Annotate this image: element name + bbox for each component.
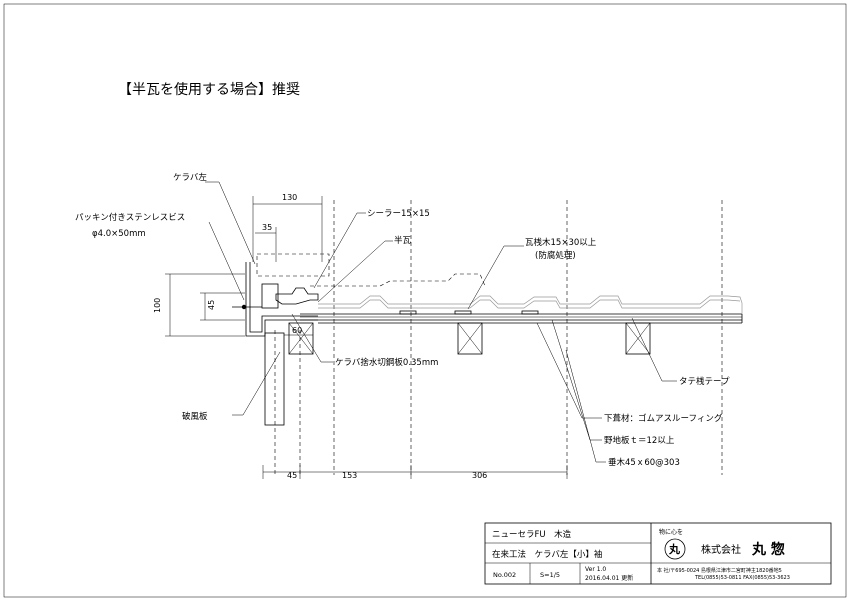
label-keraba-left: ケラバ左	[173, 172, 207, 183]
label-hafuita: 破風板	[182, 411, 208, 422]
tb-address: 本 社/〒695-0024 島根県江津市二宮町神主1820番地5	[657, 567, 782, 574]
tb-date: 2016.04.01 更新	[585, 574, 633, 582]
label-packing-screw: パッキン付きステンレスビス	[75, 212, 185, 223]
rafter	[457, 322, 483, 355]
leader-lines	[205, 181, 677, 463]
company-logo	[664, 538, 686, 560]
rafter	[625, 322, 651, 355]
label-han-kawara: 半瓦	[394, 235, 412, 246]
tb-scale: S=1/5	[540, 571, 560, 579]
label-boufu: (防腐処理)	[535, 250, 576, 261]
label-kerabasute: ケラバ捨水切鋼板0.35mm	[335, 357, 438, 368]
svg-text:130: 130	[282, 193, 297, 202]
svg-text:100: 100	[153, 298, 162, 313]
dimension-35: 35	[255, 223, 277, 262]
barge-board	[264, 332, 285, 426]
roof-deck	[300, 313, 743, 324]
batten	[454, 310, 472, 315]
svg-text:45: 45	[207, 300, 216, 310]
roof-tile-profile-lower	[318, 299, 741, 309]
label-screw-size: φ4.0×50mm	[92, 229, 146, 239]
dimension-100: 100	[153, 273, 245, 337]
label-sealer: シーラー15×15	[367, 209, 430, 219]
roof-tile-profile	[318, 295, 743, 314]
svg-text:153: 153	[342, 471, 357, 480]
tile-outline	[256, 253, 330, 277]
label-tatezan-tape: タテ桟テープ	[679, 376, 730, 387]
tb-version: Ver 1.0	[585, 566, 606, 573]
dimension-45-vertical: 45	[200, 292, 245, 321]
tb-tel: TEL(0855)53-0811 FAX(0855)53-3623	[694, 575, 790, 581]
svg-text:45: 45	[287, 471, 297, 480]
title-block: ニューセラFU 木造 在来工法 ケラバ左【小】袖 No.002 S=1/5 Ve…	[484, 522, 832, 585]
tb-company-prefix: 株式会社	[701, 543, 741, 556]
dimension-130: 130	[252, 193, 323, 262]
drawing-border	[3, 3, 847, 598]
tb-company-name: 丸 惣	[751, 541, 785, 558]
tb-no: No.002	[493, 571, 516, 579]
svg-text:60: 60	[292, 326, 302, 335]
sealer-block	[261, 283, 279, 309]
dimension-bottom: 45 153 306	[262, 465, 568, 480]
label-taruki: 垂木45ｘ60@303	[608, 457, 680, 468]
label-kawarazan: 瓦桟木15×30以上	[525, 237, 597, 248]
tb-motto: 物に心を	[659, 528, 683, 536]
half-tile	[275, 287, 319, 305]
company-logo-mark: 丸	[668, 542, 681, 556]
batten	[521, 310, 539, 315]
tile-outline-upper	[310, 273, 486, 287]
drawing-title: 【半瓦を使用する場合】推奨	[118, 81, 300, 98]
tb-method: 在来工法 ケラバ左【小】袖	[492, 549, 602, 560]
label-nojiita: 野地板ｔ＝12以上	[604, 435, 675, 446]
dimension-60: 60	[284, 326, 313, 336]
verge-flashing-inner	[249, 262, 318, 333]
screw-head	[241, 304, 247, 310]
batten	[399, 310, 417, 315]
rafter	[288, 322, 314, 355]
verge-flashing	[245, 262, 318, 337]
label-shitabuki: 下葺材：ゴムアスルーフィング	[604, 413, 723, 424]
svg-text:306: 306	[472, 471, 487, 480]
tb-product: ニューセラFU 木造	[492, 529, 572, 540]
svg-text:35: 35	[262, 223, 272, 232]
